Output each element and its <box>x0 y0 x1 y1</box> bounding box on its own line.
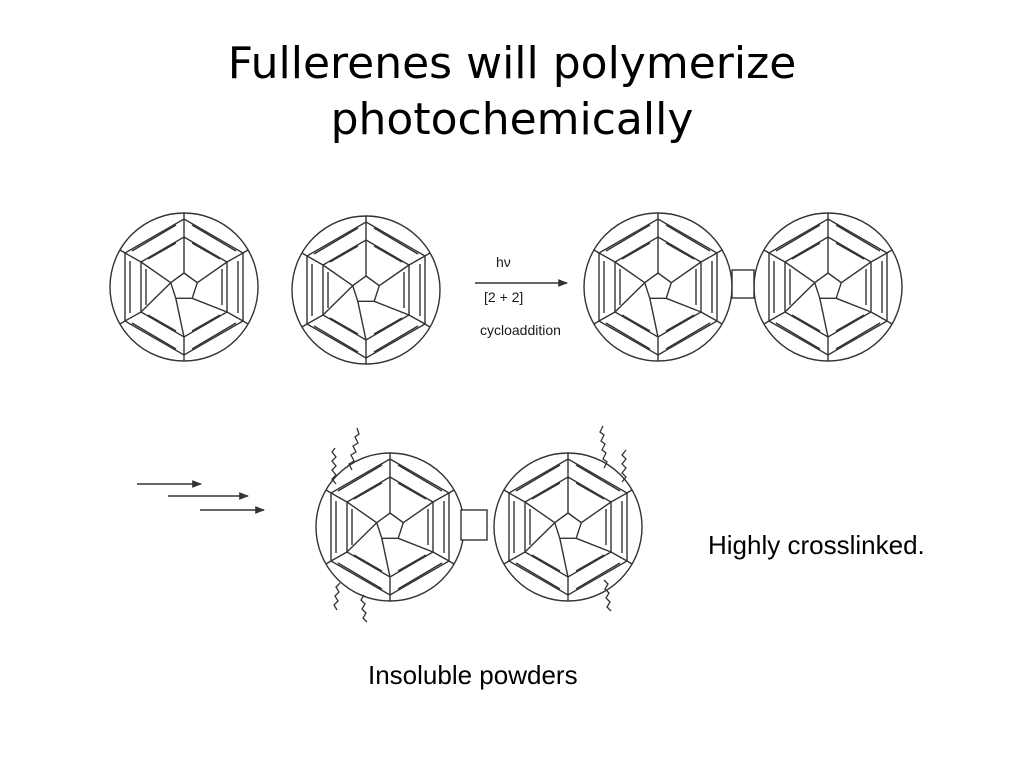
wavy-polymer-bond-icon <box>331 447 337 485</box>
wavy-polymer-bond-icon <box>360 594 368 623</box>
wavy-polymer-bond-icon <box>348 427 360 471</box>
slide-title: Fullerenes will polymerize photochemical… <box>112 36 912 148</box>
fullerene-icon <box>291 215 441 365</box>
reaction-condition-light: hν <box>496 254 511 270</box>
cyclobutane-bridge-icon <box>731 269 755 299</box>
crosslinked-polymer <box>315 425 643 623</box>
fullerene-icon <box>753 212 903 362</box>
fullerene-icon <box>315 452 465 602</box>
title-line-1: Fullerenes will polymerize <box>227 38 797 89</box>
fullerene-icon <box>493 452 643 602</box>
reactant-fullerene-1 <box>109 212 259 362</box>
caption-insoluble-powders: Insoluble powders <box>368 660 578 690</box>
wavy-polymer-bond-icon <box>621 449 627 483</box>
reaction-condition-type: [2 + 2] <box>484 289 524 305</box>
dimer-product <box>583 212 903 362</box>
wavy-polymer-bond-icon <box>333 582 341 611</box>
title-line-2: photochemically <box>330 94 694 145</box>
further-reaction-arrows <box>137 480 265 514</box>
fullerene-icon <box>583 212 733 362</box>
reactant-fullerene-2 <box>291 215 441 365</box>
wavy-polymer-bond-icon <box>603 579 612 612</box>
fullerene-icon <box>109 212 259 362</box>
caption-highly-crosslinked: Highly crosslinked. <box>708 530 925 560</box>
wavy-polymer-bond-icon <box>599 425 608 469</box>
reaction-condition-name: cycloaddition <box>480 322 561 338</box>
cyclobutane-bridge-icon <box>460 509 488 541</box>
